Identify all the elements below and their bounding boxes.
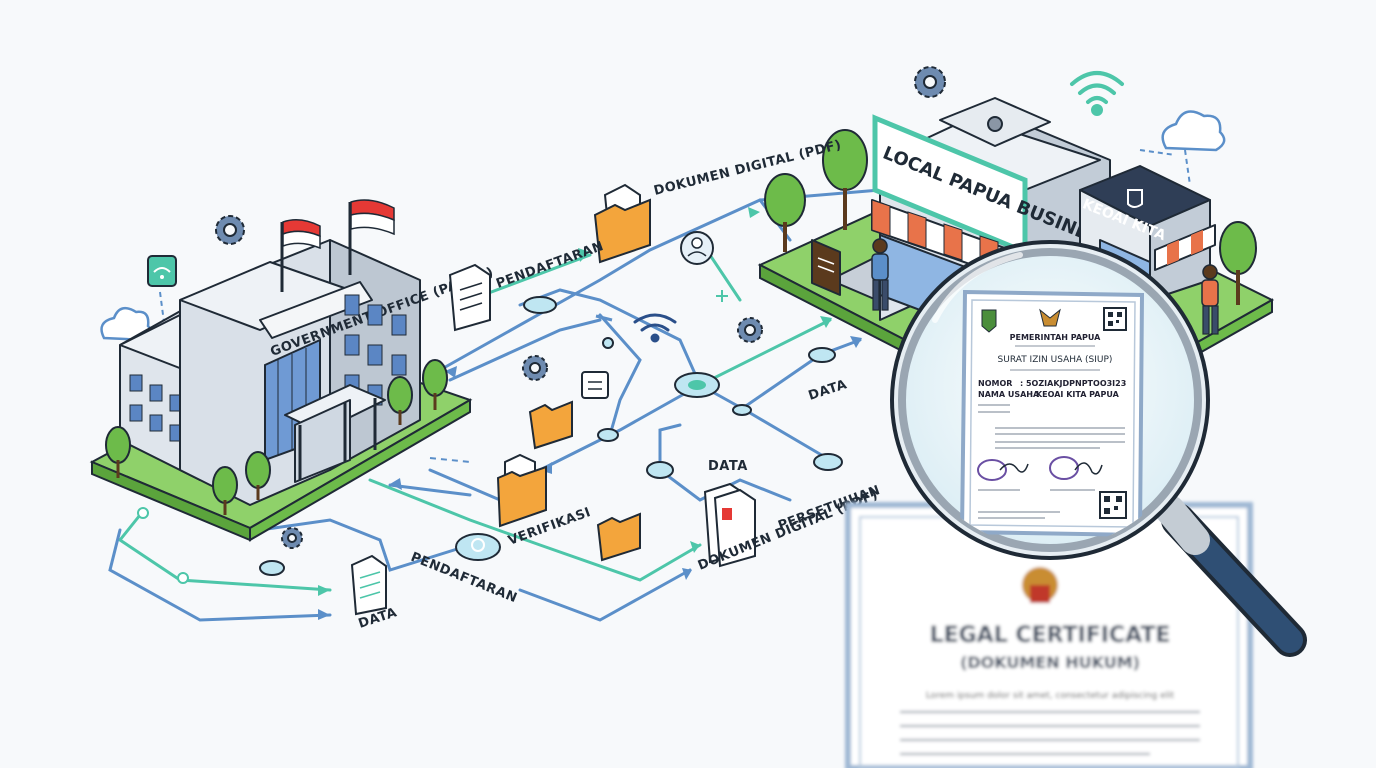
government-office: GOVERNMENT OFFICE (PAPUA) bbox=[89, 199, 496, 542]
flow-node bbox=[813, 453, 843, 471]
label-pendaftaran-top: PENDAFTARAN bbox=[494, 239, 606, 292]
flag-icon bbox=[280, 219, 321, 292]
permit-title: SURAT IZIN USAHA (SIUP) bbox=[998, 355, 1113, 365]
gear-icon bbox=[914, 66, 946, 98]
flow-nodes bbox=[137, 231, 843, 584]
flow-node bbox=[732, 404, 752, 416]
pdf-document-icon bbox=[703, 482, 756, 568]
qr-code-icon bbox=[1099, 491, 1127, 519]
sparkle-icon bbox=[716, 290, 728, 302]
permit-nama-label: NAMA USAHA bbox=[978, 390, 1040, 399]
tree-icon bbox=[105, 359, 448, 515]
label-data-center: DATA bbox=[708, 459, 748, 474]
certificate-body: Lorem ipsum dolor sit amet, consectetur … bbox=[926, 691, 1175, 701]
certificate-title: LEGAL CERTIFICATE bbox=[930, 623, 1171, 648]
folder-icon bbox=[593, 183, 651, 264]
folder-icon bbox=[496, 453, 547, 528]
official-stamp-icon bbox=[977, 456, 1079, 481]
gear-icon bbox=[281, 527, 303, 549]
person-icon bbox=[1201, 264, 1219, 335]
regional-emblem-icon bbox=[981, 309, 997, 333]
document-icon bbox=[350, 554, 387, 616]
document-icon bbox=[448, 263, 491, 332]
garuda-emblem-icon bbox=[1022, 567, 1058, 603]
flow-node bbox=[523, 296, 557, 314]
flow-node bbox=[259, 560, 285, 576]
coffee-cup-icon bbox=[1127, 189, 1143, 208]
magnifying-glass: PEMERINTAH PAPUA SURAT IZIN USAHA (SIUP)… bbox=[890, 240, 1307, 657]
permit-nomor-value: : 5OZIAKJDPNPTOO3I23 bbox=[1020, 379, 1126, 388]
label-dokumen-top: DOKUMEN DIGITAL (PDF) bbox=[652, 138, 843, 199]
permit-document: PEMERINTAH PAPUA SURAT IZIN USAHA (SIUP)… bbox=[959, 289, 1145, 538]
flag-icon bbox=[348, 199, 395, 275]
label-pendaftaran-bottom: PENDAFTARAN bbox=[409, 550, 520, 606]
wifi-box-icon bbox=[147, 255, 177, 287]
flow-node-gear bbox=[455, 533, 501, 561]
gear-icon bbox=[522, 355, 548, 381]
garuda-emblem-icon bbox=[1039, 308, 1061, 327]
office-side-windows bbox=[344, 294, 407, 406]
chat-document-icon bbox=[581, 371, 609, 399]
gear-icon bbox=[215, 215, 245, 245]
permit-agency: PEMERINTAH PAPUA bbox=[1010, 333, 1102, 342]
menu-board bbox=[811, 239, 841, 296]
label-data-right: DATA bbox=[807, 377, 849, 404]
signature-icon bbox=[999, 462, 1103, 475]
flow-node bbox=[597, 428, 619, 442]
office-sign-board bbox=[259, 281, 373, 339]
gear-icon bbox=[737, 317, 763, 343]
permit-nama-value: : KEOAI KITA PAPUA bbox=[1030, 390, 1120, 399]
tree-icon bbox=[764, 129, 1257, 305]
cloud-icon bbox=[1161, 110, 1226, 152]
folder-icon bbox=[528, 400, 573, 450]
flow-node bbox=[646, 461, 674, 479]
wifi-icon bbox=[1070, 71, 1124, 116]
flow-node bbox=[808, 347, 836, 363]
certificate-subtitle: (DOKUMEN HUKUM) bbox=[960, 653, 1140, 672]
folder-icon bbox=[596, 512, 641, 562]
wifi-icon bbox=[633, 313, 677, 343]
permit-nomor-label: NOMOR bbox=[978, 379, 1012, 388]
qr-code-icon bbox=[1103, 307, 1127, 331]
person-icon bbox=[871, 238, 889, 311]
